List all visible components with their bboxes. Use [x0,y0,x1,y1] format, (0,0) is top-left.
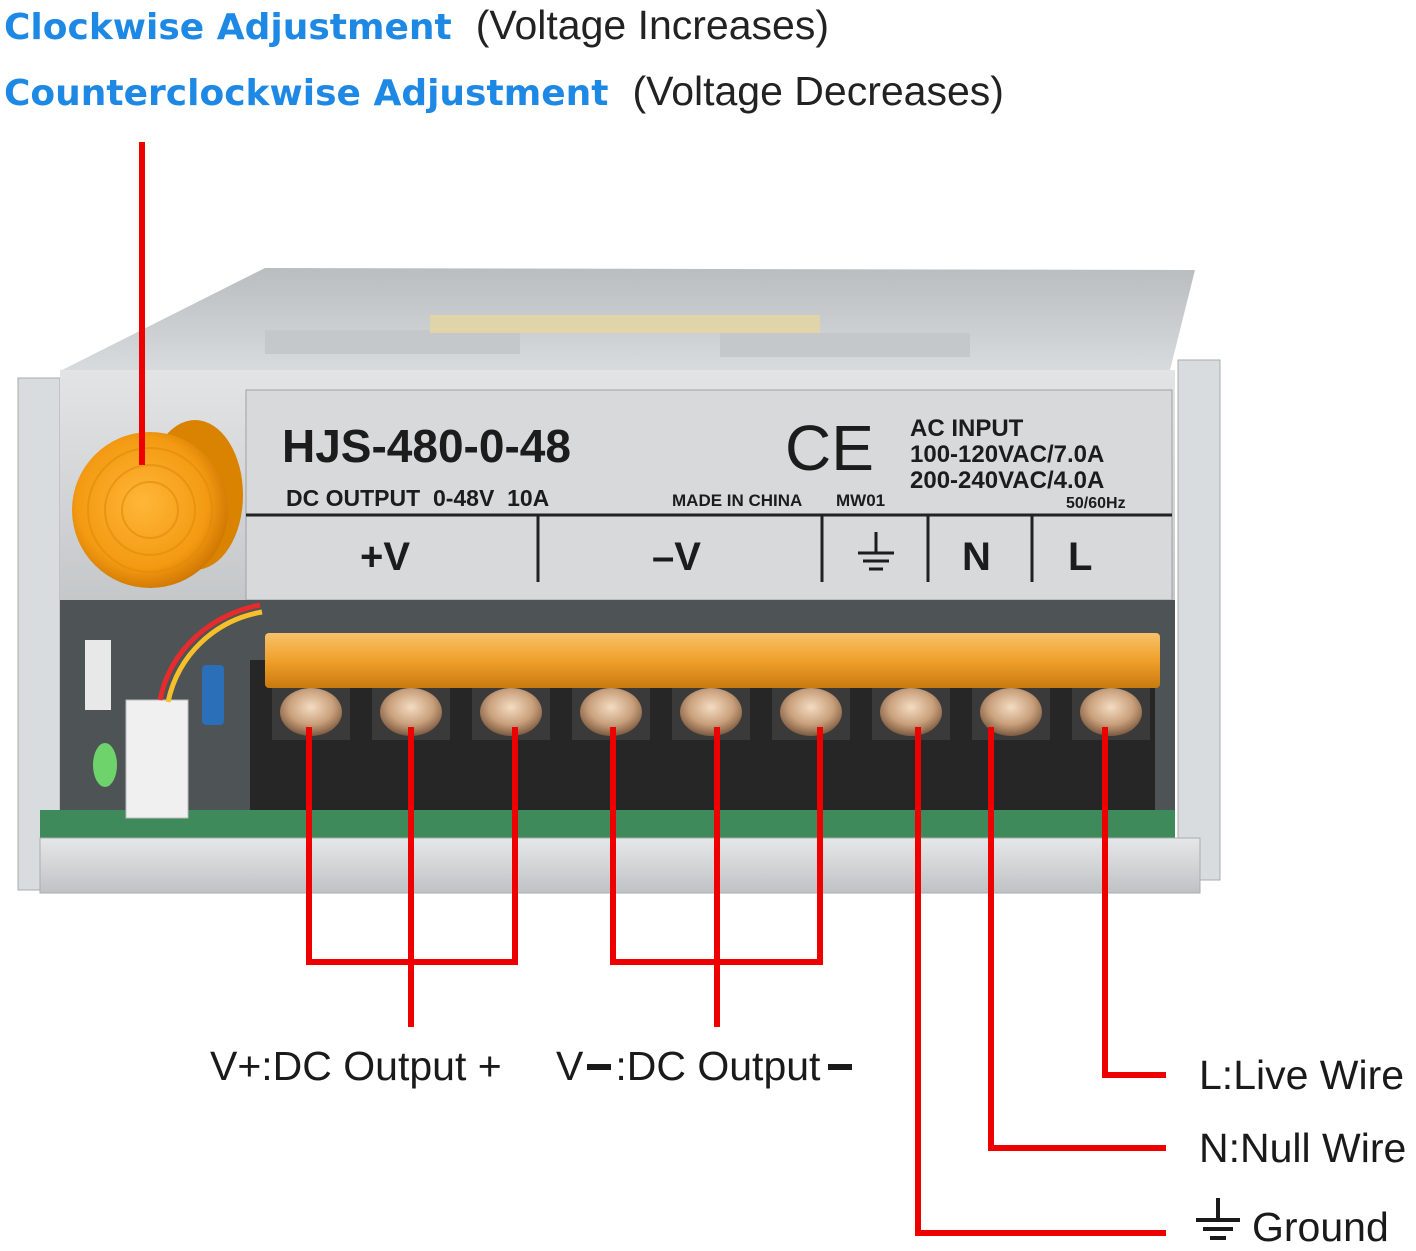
terminal-label-vminus: –V [652,535,701,579]
label-vplus: V+:DC Output + [210,1043,502,1089]
ce-mark: CE [785,412,874,484]
null-wire-lead [988,727,1166,1151]
clockwise-heading: Clockwise Adjustment (Voltage Increases) [4,2,829,49]
ac-input-line1: 100-120VAC/7.0A [910,441,1104,468]
clockwise-note: (Voltage Increases) [475,2,829,48]
terminal-screws [272,688,1150,740]
label-plate [245,389,1173,601]
counterclockwise-title: Counterclockwise Adjustment [4,73,609,114]
voltage-adjust-knob-icon [72,420,243,588]
terminal-label-l: L [1068,535,1092,579]
top-vent-left [265,330,520,354]
top-sticker [430,315,820,333]
live-wire-lead [1102,727,1166,1078]
pcb-board [40,810,1175,840]
ground-icon [1196,1198,1240,1240]
left-flange [17,377,61,891]
minus-bar-icon-end [828,1064,853,1070]
label-null-wire: N:Null Wire [1199,1125,1407,1171]
made-in: MADE IN CHINA [672,491,802,510]
plate-code: MW01 [836,491,885,510]
label-vminus: V :DC Output [556,1043,853,1090]
counterclockwise-note: (Voltage Decreases) [632,68,1004,114]
counterclockwise-heading: Counterclockwise Adjustment (Voltage Decr… [4,68,1004,115]
dc-output-rating: DC OUTPUT 0-48V 10A [286,485,549,511]
label-ground: Ground [1252,1204,1389,1250]
side-component [85,640,111,710]
terminal-label-n: N [962,535,991,579]
case-base [39,837,1201,894]
frequency: 50/60Hz [1066,495,1126,512]
label-live-wire: L:Live Wire [1199,1052,1405,1098]
label-vminus-suffix: :DC Output [615,1043,821,1089]
clockwise-title: Clockwise Adjustment [4,7,452,48]
ground-wire-lead [915,727,1166,1236]
terminal-label-vplus: +V [360,535,410,579]
ac-input-line2: 200-240VAC/4.0A [910,467,1104,494]
power-led [93,743,117,787]
minus-bar-icon [587,1064,612,1070]
connector-plug [125,699,189,819]
model-number: HJS-480-0-48 [282,420,571,472]
trim-pot [202,665,224,725]
label-vminus-prefix: V [556,1043,584,1089]
terminal-cover [265,633,1160,688]
ground-symbol-plate-icon [858,532,894,571]
wiring-lines [139,142,1166,1236]
top-vent-right [720,333,970,357]
ac-input-title: AC INPUT [910,415,1024,442]
label-ground-row: Ground [1194,1196,1416,1250]
right-flange [1177,359,1221,881]
